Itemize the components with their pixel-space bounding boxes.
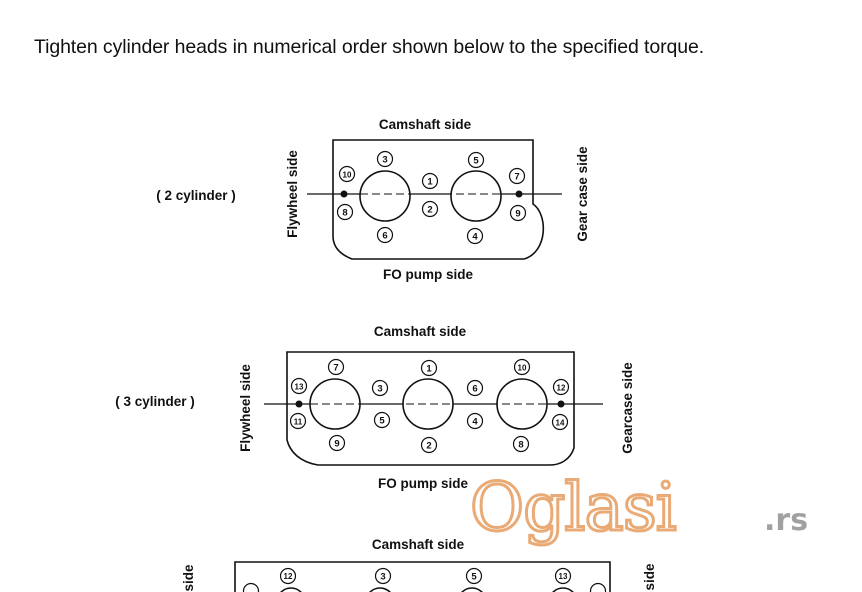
bolt-10: 10 bbox=[338, 165, 356, 183]
bolt-3: 3 bbox=[374, 567, 392, 585]
bolt-5: 5 bbox=[467, 151, 485, 169]
bolt-10: 10 bbox=[513, 358, 531, 376]
cylinder-bore bbox=[450, 170, 502, 222]
cylinder-bore bbox=[280, 587, 302, 592]
bolt-3: 3 bbox=[376, 150, 394, 168]
bolt-number: 10 bbox=[518, 363, 527, 372]
bolt-number: 2 bbox=[427, 204, 432, 215]
bolt-7: 7 bbox=[327, 358, 345, 376]
bolt-dot bbox=[340, 190, 348, 198]
bolt-14: 14 bbox=[551, 413, 569, 431]
bolt-number: 12 bbox=[284, 572, 293, 581]
bolt-number: 8 bbox=[342, 207, 347, 218]
diagram-2-cylinder: Camshaft side FO pump side ( 2 cylinder … bbox=[156, 117, 590, 282]
bolt-5: 5 bbox=[373, 411, 391, 429]
bolt-number: 3 bbox=[377, 383, 382, 394]
bolt-number: 5 bbox=[471, 571, 477, 582]
bolt-number: 9 bbox=[334, 438, 339, 449]
bolt-11: 11 bbox=[289, 412, 307, 430]
bolt-8: 8 bbox=[336, 203, 354, 221]
bolt-12: 12 bbox=[552, 378, 570, 396]
bolt-dot bbox=[557, 400, 565, 408]
cylinder-bore bbox=[369, 587, 391, 592]
bolt-number: 5 bbox=[473, 155, 479, 166]
bolt-9: 9 bbox=[328, 434, 346, 452]
bolt-number: 13 bbox=[295, 382, 304, 391]
bolt-marker bbox=[589, 582, 607, 592]
bolt-number: 4 bbox=[472, 416, 478, 427]
bolt-13: 13 bbox=[290, 377, 308, 395]
flywheel-side-label: Flywheel side bbox=[285, 150, 300, 238]
camshaft-side-label: Camshaft side bbox=[374, 324, 467, 339]
bolt-6: 6 bbox=[376, 226, 394, 244]
bolt-number: 7 bbox=[514, 171, 519, 182]
bolt-2: 2 bbox=[420, 436, 438, 454]
gearcase-side-label: Gearcase side bbox=[620, 362, 635, 454]
flywheel-side-label: Flywheel side bbox=[238, 364, 253, 452]
bolt-1: 1 bbox=[420, 359, 438, 377]
bolt-number: 8 bbox=[518, 439, 523, 450]
bolt-number: 4 bbox=[472, 231, 478, 242]
diagram-3-cylinder: Camshaft side FO pump side ( 3 cylinder … bbox=[115, 324, 635, 491]
bolt-number: 3 bbox=[380, 571, 385, 582]
bolt-3: 3 bbox=[371, 379, 389, 397]
cylinder-head-outline bbox=[286, 351, 575, 466]
camshaft-side-label: Camshaft side bbox=[379, 117, 472, 132]
bolt-dot bbox=[515, 190, 523, 198]
cylinder-head-outline bbox=[332, 139, 545, 260]
watermark-suffix: .rs bbox=[764, 503, 808, 538]
variant-label: ( 2 cylinder ) bbox=[156, 188, 236, 203]
bolt-number: 7 bbox=[333, 362, 338, 373]
gearcase-side-label: side bbox=[642, 563, 657, 591]
watermark-brand: Oglasi bbox=[470, 469, 676, 546]
cylinder-bore bbox=[402, 378, 454, 430]
bolt-12: 12 bbox=[279, 567, 297, 585]
fo-pump-side-label: FO pump side bbox=[378, 476, 468, 491]
gear-case-side-label: Gear case side bbox=[575, 146, 590, 242]
cylinder-bore bbox=[552, 587, 574, 592]
bolt-number: 11 bbox=[294, 417, 303, 426]
bolt-number: 12 bbox=[557, 383, 566, 392]
bolt-number: 6 bbox=[382, 230, 387, 241]
bolt-number: 3 bbox=[382, 154, 387, 165]
bolt-4: 4 bbox=[466, 412, 484, 430]
camshaft-side-label: Camshaft side bbox=[372, 537, 465, 552]
bolt-6: 6 bbox=[466, 379, 484, 397]
bolt-2: 2 bbox=[421, 200, 439, 218]
flywheel-side-label: side bbox=[181, 564, 196, 592]
bolt-7: 7 bbox=[508, 167, 526, 185]
bolt-number: 5 bbox=[379, 415, 385, 426]
bolt-4: 4 bbox=[466, 227, 484, 245]
bolt-number: 1 bbox=[426, 363, 432, 374]
bolt-9: 9 bbox=[509, 204, 527, 222]
fo-pump-side-label: FO pump side bbox=[383, 267, 473, 282]
bolt-number: 2 bbox=[426, 440, 431, 451]
bolt-number: 14 bbox=[556, 418, 565, 427]
cylinder-bore bbox=[359, 170, 411, 222]
watermark-logo: Oglasi .rs bbox=[469, 468, 809, 548]
cylinder-head-outline bbox=[234, 561, 611, 592]
bolt-number: 9 bbox=[515, 208, 520, 219]
variant-label: ( 3 cylinder ) bbox=[115, 394, 195, 409]
bolt-13: 13 bbox=[554, 567, 572, 585]
bolt-number: 1 bbox=[427, 176, 433, 187]
diagram-4-cylinder-partial: Camshaft side side side 12 3 5 13 bbox=[181, 537, 657, 592]
bolt-number: 10 bbox=[343, 170, 352, 179]
cylinder-bore bbox=[461, 587, 483, 592]
bolt-dot bbox=[295, 400, 303, 408]
bolt-5: 5 bbox=[465, 567, 483, 585]
bolt-number: 13 bbox=[559, 572, 568, 581]
bolt-marker bbox=[242, 582, 260, 592]
page-heading: Tighten cylinder heads in numerical orde… bbox=[34, 36, 705, 58]
bolt-8: 8 bbox=[512, 435, 530, 453]
bolt-number: 6 bbox=[472, 383, 477, 394]
bolt-1: 1 bbox=[421, 172, 439, 190]
